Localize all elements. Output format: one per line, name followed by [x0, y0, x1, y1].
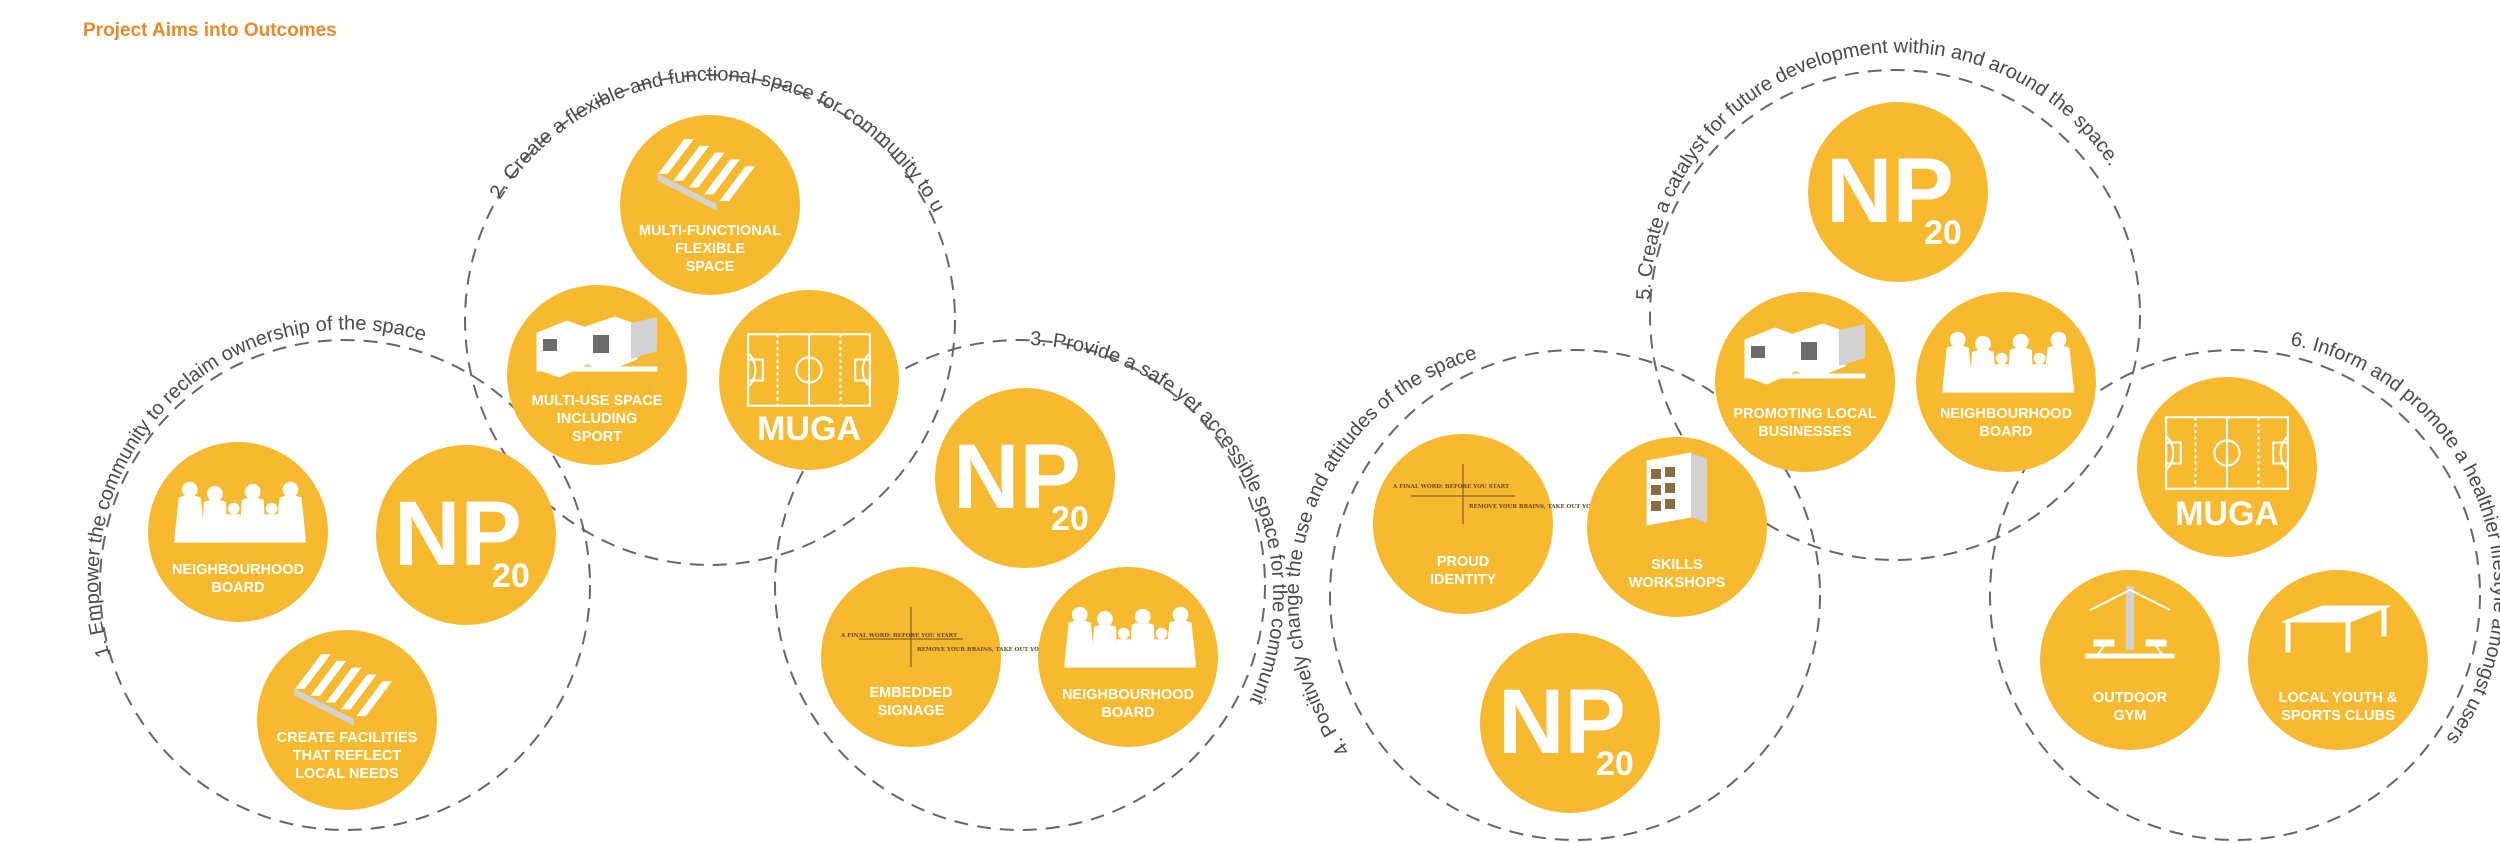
outcome-muga-2: MUGA: [2137, 377, 2317, 557]
outcome-local-youth-sports-clubs: LOCAL YOUTH & SPORTS CLUBS: [2248, 570, 2428, 750]
page-title: Project Aims into Outcomes: [83, 20, 337, 41]
outcome-multi-functional-space: MULTI-FUNCTIONAL FLEXIBLE SPACE: [620, 115, 800, 295]
outcome-neighbourhood-board-3: NEIGHBOURHOOD BOARD: [1916, 292, 2096, 472]
svg-text:20: 20: [1051, 500, 1089, 538]
svg-text:GYM: GYM: [2113, 708, 2146, 724]
svg-text:BOARD: BOARD: [1979, 424, 2032, 440]
svg-text:WORKSHOPS: WORKSHOPS: [1629, 575, 1726, 591]
outcome-neighbourhood-board-1: NEIGHBOURHOOD BOARD: [148, 442, 328, 622]
np20-logo-4: NP 20: [1808, 102, 1988, 282]
aim-5-circle: [1649, 69, 2141, 561]
np20-logo-2: NP 20: [935, 388, 1115, 568]
svg-text:MULTI-FUNCTIONAL: MULTI-FUNCTIONAL: [639, 223, 781, 239]
svg-text:EMBEDDED: EMBEDDED: [870, 685, 953, 701]
aim-2-circle: [464, 74, 956, 566]
svg-text:MUGA: MUGA: [757, 410, 861, 448]
aim-3-circle: [774, 339, 1266, 831]
svg-text:BOARD: BOARD: [211, 580, 264, 596]
outcome-neighbourhood-board-2: NEIGHBOURHOOD BOARD: [1038, 567, 1218, 747]
svg-text:20: 20: [492, 557, 530, 595]
svg-text:SPORTS CLUBS: SPORTS CLUBS: [2281, 708, 2395, 724]
svg-text:LOCAL NEEDS: LOCAL NEEDS: [295, 766, 399, 782]
svg-text:SKILLS: SKILLS: [1651, 557, 1703, 573]
svg-text:SPORT: SPORT: [572, 429, 622, 445]
svg-text:NEIGHBOURHOOD: NEIGHBOURHOOD: [172, 562, 304, 578]
outcome-skills-workshops: SKILLS WORKSHOPS: [1587, 437, 1767, 617]
gym-equipment-icon: [2085, 586, 2175, 659]
svg-text:PROUD: PROUD: [1437, 554, 1489, 570]
svg-text:NP: NP: [394, 483, 522, 585]
np20-logo-1: NP 20: [376, 445, 556, 625]
outcome-proud-identity: A FINAL WORD: BEFORE YOU START REMOVE YO…: [1373, 434, 1626, 614]
svg-text:NP: NP: [1498, 671, 1626, 773]
svg-text:IDENTITY: IDENTITY: [1430, 572, 1496, 588]
bookshelf-icon: [1646, 452, 1707, 526]
svg-text:REMOVE YOUR BRAINS, TAKE OUT Y: REMOVE YOUR BRAINS, TAKE OUT YOUR HEART;: [1469, 504, 1626, 510]
svg-text:CREATE FACILITIES: CREATE FACILITIES: [277, 730, 418, 746]
outcome-create-facilities: CREATE FACILITIES THAT REFLECT LOCAL NEE…: [257, 630, 437, 810]
svg-text:SPACE: SPACE: [686, 259, 735, 275]
svg-text:20: 20: [1596, 745, 1634, 783]
svg-text:MUGA: MUGA: [2175, 495, 2279, 533]
outcome-promoting-local-businesses: PROMOTING LOCAL BUSINESSES: [1715, 292, 1895, 472]
outcome-embedded-signage: A FINAL WORD: BEFORE YOU START REMOVE YO…: [821, 567, 1074, 747]
svg-text:PROMOTING LOCAL: PROMOTING LOCAL: [1733, 406, 1877, 422]
svg-text:INCLUDING: INCLUDING: [557, 411, 638, 427]
svg-text:LOCAL YOUTH &: LOCAL YOUTH &: [2279, 690, 2398, 706]
np20-logo-3: NP 20: [1480, 633, 1660, 813]
svg-text:BOARD: BOARD: [1101, 705, 1154, 721]
svg-text:NP: NP: [953, 426, 1081, 528]
svg-text:NEIGHBOURHOOD: NEIGHBOURHOOD: [1940, 406, 2072, 422]
aim-4-circle: [1329, 349, 1821, 841]
aim-2-text: 2. Create a flexible and functional spac…: [0, 0, 949, 216]
outcome-outdoor-gym: OUTDOOR GYM: [2040, 570, 2220, 750]
svg-text:A FINAL WORD: BEFORE YOU START: A FINAL WORD: BEFORE YOU START: [1392, 484, 1510, 490]
aim-1-circle: [99, 339, 591, 831]
svg-text:FLEXIBLE: FLEXIBLE: [675, 241, 745, 257]
svg-text:20: 20: [1924, 214, 1962, 252]
svg-text:REMOVE YOUR BRAINS, TAKE OUT Y: REMOVE YOUR BRAINS, TAKE OUT YOUR HEART;: [917, 647, 1074, 653]
buildings-icon: [1744, 323, 1866, 385]
buildings-icon: [536, 316, 658, 378]
svg-text:NEIGHBOURHOOD: NEIGHBOURHOOD: [1062, 687, 1194, 703]
aim-circles: [99, 69, 2481, 841]
outcome-multi-use-space: MULTI-USE SPACE INCLUDING SPORT: [507, 285, 687, 465]
svg-text:SIGNAGE: SIGNAGE: [878, 703, 945, 719]
svg-text:OUTDOOR: OUTDOOR: [2093, 690, 2168, 706]
table-tennis-icon: [2281, 605, 2391, 653]
aim-6-circle: [1989, 349, 2481, 841]
outcome-muga-1: MUGA: [719, 290, 899, 470]
svg-text:BUSINESSES: BUSINESSES: [1758, 424, 1852, 440]
svg-text:NP: NP: [1826, 140, 1954, 242]
svg-text:MULTI-USE SPACE: MULTI-USE SPACE: [532, 393, 663, 409]
svg-text:A FINAL WORD: BEFORE YOU START: A FINAL WORD: BEFORE YOU START: [840, 633, 958, 639]
svg-text:THAT REFLECT: THAT REFLECT: [293, 748, 402, 764]
